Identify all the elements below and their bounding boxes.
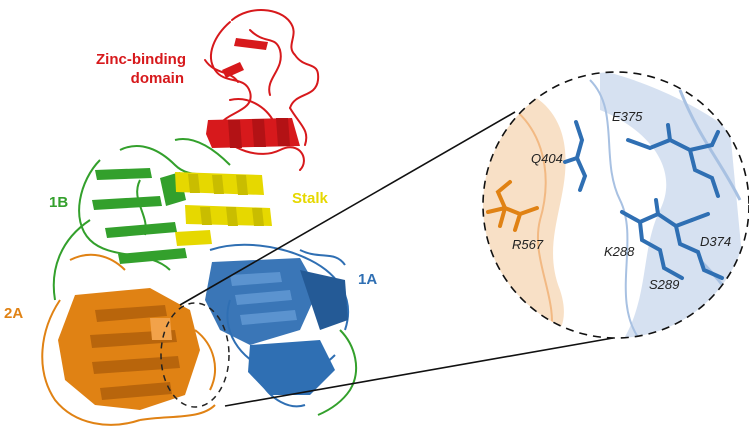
domain-2a-label: 2A [4,305,23,322]
domain-1a-fold [205,258,348,395]
zinc-binding-domain-strands [222,38,268,78]
zoom-region-marker [160,302,230,408]
residue-label-s289: S289 [649,277,679,292]
active-site-inset: E375 Q404 R567 D374 K288 S289 [483,72,749,338]
residue-label-d374: D374 [700,234,731,249]
stalk-helices [175,172,272,246]
zoom-connector-lower [224,337,614,407]
domain-1b-label: 1B [49,194,68,211]
residue-label-q404: Q404 [531,151,563,166]
residue-label-r567: R567 [512,237,544,252]
residue-e375-sticks [626,123,720,198]
domain-2a-ribbon [41,253,216,426]
residue-q404-sticks [563,120,588,192]
residue-r567-sticks [486,180,539,232]
residue-label-e375: E375 [612,109,643,124]
zinc-binding-domain-label-line1: Zinc-binding [96,51,186,68]
domain-1a-green-tail [317,329,358,416]
zinc-binding-domain-label-line2: domain [131,70,184,87]
residue-label-k288: K288 [604,244,635,259]
zoom-connector-upper [179,111,516,306]
domain-2a-fold [58,288,200,410]
zinc-binding-domain-helix [206,118,300,148]
domain-1a-label: 1A [358,271,377,288]
residue-k288-s289-d374-sticks [620,198,724,280]
stalk-label: Stalk [292,190,329,207]
